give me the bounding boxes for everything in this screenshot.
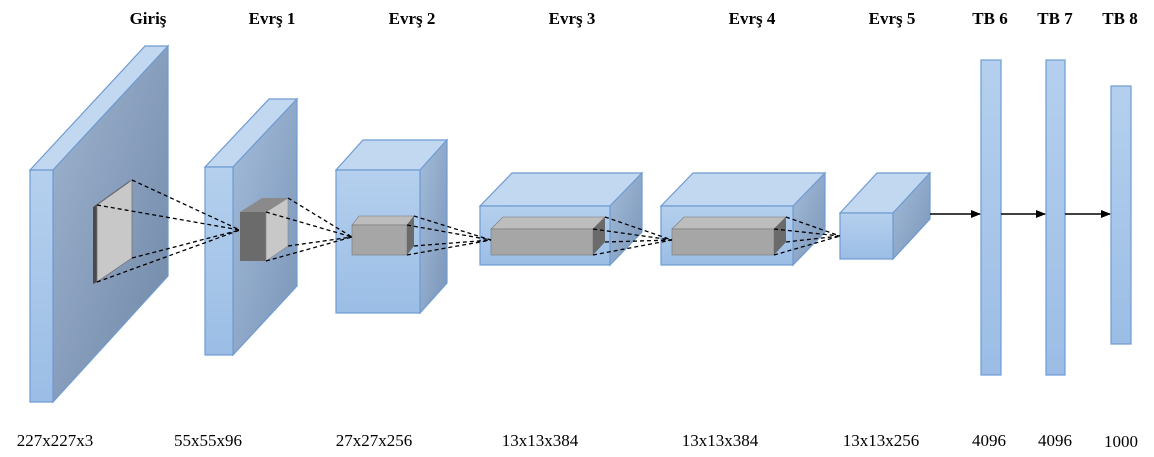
dims-fc8: 1000: [1104, 432, 1138, 451]
conv2-kernel: [351, 215, 415, 256]
dims-fc7: 4096: [1038, 431, 1072, 450]
layer-title-input: Giriş: [130, 9, 167, 28]
projection-lines: [96, 179, 841, 283]
dims-input: 227x227x3: [17, 431, 94, 450]
dims-fc6: 4096: [972, 431, 1006, 450]
layer-title-conv3: Evrş 3: [549, 9, 596, 28]
dims-conv3: 13x13x384: [502, 431, 579, 450]
dimension-labels: 227x227x3 55x55x96 27x27x256 13x13x384 1…: [17, 431, 1138, 451]
conv3-kernel: [490, 216, 606, 256]
layer-title-conv4: Evrş 4: [729, 9, 776, 28]
layer-titles: Giriş Evrş 1 Evrş 2 Evrş 3 Evrş 4 Evrş 5…: [130, 9, 1138, 28]
conv1-block-front: [204, 166, 234, 356]
dims-conv2: 27x27x256: [336, 431, 413, 450]
conv4-kernel: [671, 216, 787, 256]
fc7-bar: [1045, 59, 1066, 376]
dims-conv1: 55x55x96: [174, 431, 242, 450]
dims-conv5: 13x13x256: [843, 431, 920, 450]
layer-title-fc7: TB 7: [1037, 9, 1073, 28]
conv5-block-front: [839, 212, 894, 260]
conv5-block: [838, 171, 932, 261]
layer-title-fc8: TB 8: [1102, 9, 1137, 28]
fc6-bar: [980, 59, 1002, 376]
conv1-kernel: [240, 197, 289, 262]
layer-title-fc6: TB 6: [972, 9, 1007, 28]
fc-layers: [980, 59, 1132, 376]
fc8-bar: [1110, 85, 1132, 345]
layer-title-conv1: Evrş 1: [249, 9, 296, 28]
dims-conv4: 13x13x384: [682, 431, 759, 450]
layer-title-conv5: Evrş 5: [869, 9, 916, 28]
input-window: [93, 179, 133, 284]
conv2-block-side: [419, 138, 448, 315]
layer-title-conv2: Evrş 2: [389, 9, 436, 28]
input-block-front: [29, 169, 54, 403]
